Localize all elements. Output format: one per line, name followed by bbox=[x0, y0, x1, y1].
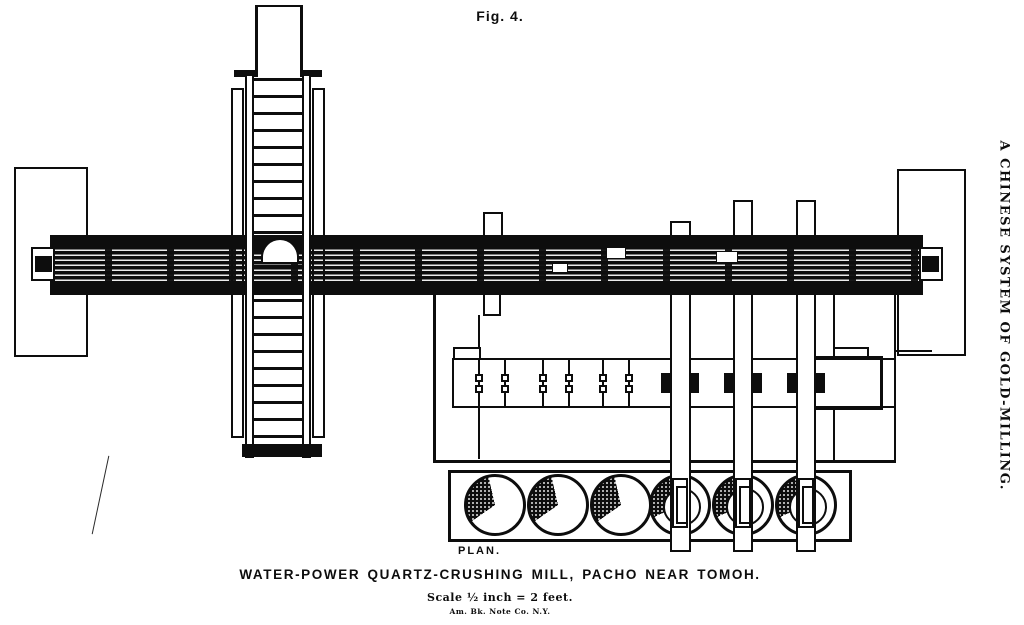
stem-bolt bbox=[661, 373, 670, 393]
guide-clip bbox=[475, 385, 483, 393]
plan-view-label: PLAN. bbox=[458, 545, 501, 557]
head-flume bbox=[255, 5, 303, 77]
cam-shaft bbox=[50, 235, 923, 295]
stem-bolt bbox=[724, 373, 733, 393]
left-journal bbox=[35, 256, 52, 272]
mortar-box bbox=[448, 470, 852, 542]
mortar bbox=[464, 474, 526, 536]
right-journal bbox=[922, 256, 939, 272]
stem-bolt bbox=[816, 373, 825, 393]
figure-caption: WATER-POWER QUARTZ-CRUSHING MILL, PACHO … bbox=[239, 567, 761, 582]
printer-credit: Am. Bk. Note Co. N.Y. bbox=[449, 607, 551, 616]
cam-mortise bbox=[552, 263, 568, 273]
guide-clip bbox=[565, 385, 573, 393]
guide-clip bbox=[501, 374, 509, 382]
guide-clip bbox=[565, 374, 573, 382]
stamp-slot bbox=[602, 358, 630, 408]
guide-clip bbox=[625, 385, 633, 393]
stamp-shoe-core bbox=[676, 486, 688, 524]
scan-scratch-mark bbox=[91, 455, 110, 535]
guide-clip bbox=[501, 385, 509, 393]
stamp-slot bbox=[478, 358, 506, 408]
stamp-shoe-core bbox=[739, 486, 751, 524]
guide-clip bbox=[475, 374, 483, 382]
beam-step-left bbox=[453, 347, 481, 360]
guide-clip bbox=[539, 385, 547, 393]
guide-clip bbox=[539, 374, 547, 382]
scale-note: Scale ½ inch = 2 feet. bbox=[427, 591, 573, 604]
guide-clip bbox=[599, 385, 607, 393]
figure-label: Fig. 4. bbox=[476, 8, 524, 24]
mortar bbox=[590, 474, 652, 536]
mortar bbox=[527, 474, 589, 536]
stamp-shoe bbox=[735, 478, 751, 528]
right-ledge bbox=[896, 350, 932, 352]
shaft-grain-hatching bbox=[50, 247, 923, 281]
flume-cap-right bbox=[300, 70, 322, 77]
running-head: A CHINESE SYSTEM OF GOLD-MILLING. bbox=[996, 140, 1012, 491]
stamp-slot bbox=[542, 358, 570, 408]
stamp-shoe-core bbox=[802, 486, 814, 524]
guide-clip bbox=[599, 374, 607, 382]
stem-bolt bbox=[690, 373, 699, 393]
stem-bolt bbox=[787, 373, 796, 393]
cam-post bbox=[483, 292, 501, 316]
stamp-shoe bbox=[798, 478, 814, 528]
guide-clip bbox=[625, 374, 633, 382]
wheel-rail-right bbox=[302, 74, 311, 458]
water-wheel-paddles bbox=[253, 78, 303, 448]
stem-bolt bbox=[753, 373, 762, 393]
cam-mortise bbox=[716, 251, 738, 263]
cam-mortise bbox=[606, 247, 626, 259]
stamp-shoe bbox=[672, 478, 688, 528]
wheel-frame-post-right bbox=[312, 88, 325, 438]
flume-cap-left bbox=[234, 70, 256, 77]
wheel-frame-post-left bbox=[231, 88, 244, 438]
wheel-hub-arc bbox=[261, 238, 299, 262]
wheel-foot bbox=[242, 444, 322, 457]
